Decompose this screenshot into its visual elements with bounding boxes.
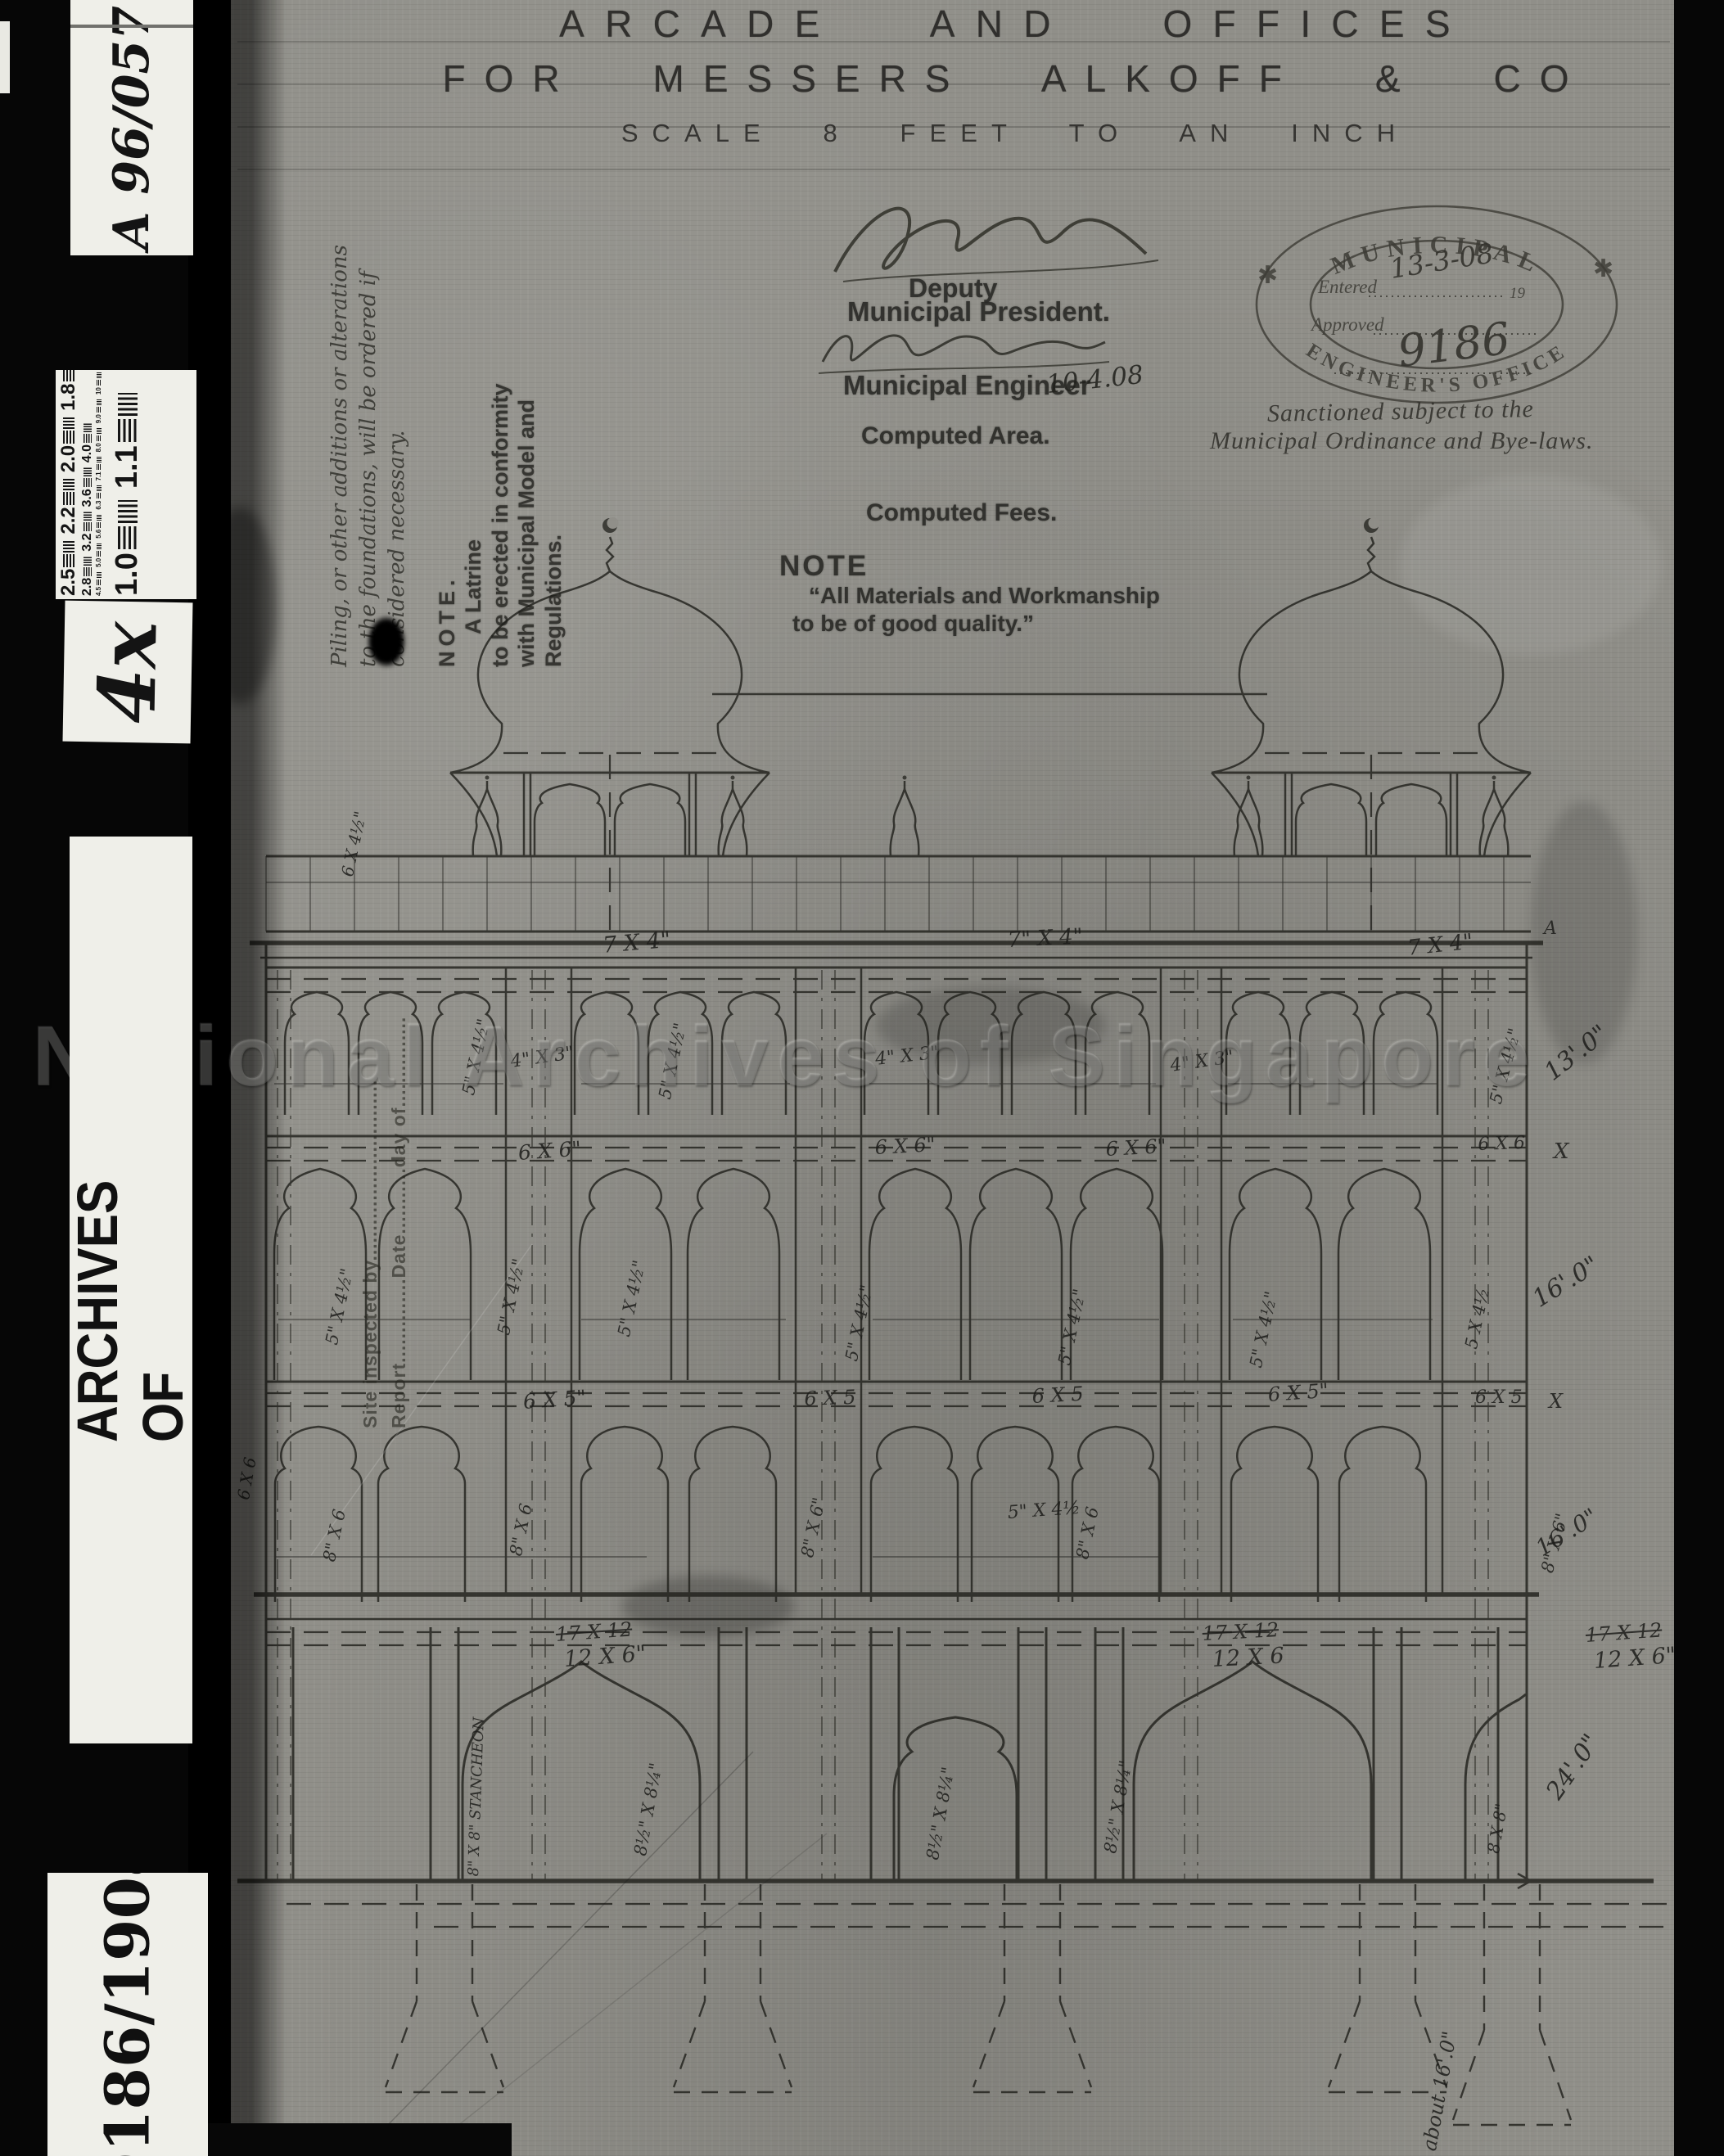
dimension-label: 5" X 4½" (1486, 1026, 1525, 1107)
dimension-label: 12 X 6" (563, 1641, 648, 1672)
film-edge-shadow (188, 2123, 512, 2156)
computed-fees-label: Computed Fees. (866, 499, 1058, 526)
signature-mark (833, 206, 1159, 282)
reel-label: A 96/057 (103, 5, 161, 250)
dimension-label: 16'.0" (1531, 1503, 1603, 1562)
note-line-1: “All Materials and Workmanship (809, 583, 1160, 608)
dimension-label: 5" X 4½" (614, 1258, 650, 1338)
dimension-label: 4" X 3" (1169, 1047, 1235, 1076)
drawing-title: ARCADE AND OFFICES FOR MESSERS ALKOFF & … (417, 2, 1613, 148)
dimension-label: 17 X 12 (555, 1617, 634, 1646)
dimension-label: 4" X 3" (509, 1043, 575, 1072)
dimension-label: 5" X 4½" (655, 1021, 691, 1101)
municipal-stamp: MUNICIPAL ENGINEER'S OFFICE ✱ ✱ Entered … (1255, 205, 1618, 404)
dimension-label: 6 X 5 (1031, 1382, 1085, 1408)
deputy-stamp: Deputy (909, 273, 998, 303)
title-line-2: FOR MESSERS ALKOFF & CO (442, 57, 1588, 100)
stamp-entered-label: Entered (1317, 277, 1377, 297)
dimension-label: 13'.0" (1539, 1019, 1614, 1087)
dimension-label: 17 X 12 (1585, 1618, 1663, 1647)
dimension-label: 8" X 6 (506, 1501, 536, 1558)
dimension-label: 7 X 4" (1406, 929, 1474, 961)
archive-name-strip: NATIONAL ARCHIVES OF SINGAPORE (70, 837, 192, 1743)
dimension-label: about 16'.0" (1418, 2029, 1462, 2153)
president-stamp: Municipal President. (847, 296, 1110, 327)
item-number-card: 9186/1908 (47, 1873, 208, 2156)
scale-note: SCALE 8 FEET TO AN INCH (621, 119, 1410, 147)
dimension-label: X (1554, 1139, 1569, 1164)
dimension-label: 6 X 6" (517, 1136, 582, 1165)
document-sheet: ARCADE AND OFFICES FOR MESSERS ALKOFF & … (188, 0, 1677, 2156)
stamp-star-left: ✱ (1257, 262, 1278, 289)
dimension-label: 17 X 12 (1202, 1618, 1279, 1645)
note-heading: NOTE (779, 550, 869, 582)
dimension-label: 24'.0" (1541, 1729, 1606, 1806)
dimension-label: 5 X 4½ (1461, 1286, 1494, 1351)
stamp-approved-label: Approved (1310, 314, 1384, 335)
note-line-2: to be of good quality.” (792, 611, 1034, 636)
dimension-label: 8" X 6" (797, 1495, 829, 1559)
stamp-entered-year: 19 (1510, 285, 1526, 302)
dimension-annotations: 7 X 4" 7" X 4" 7 X 4" 4" X 3" 4" X 3" 4" X 3"… (188, 0, 1677, 2156)
dimension-label: 5" X 4½" (1054, 1287, 1090, 1367)
ink-blot (367, 616, 406, 668)
dimension-label: 5" X 4½" (494, 1256, 530, 1337)
magnification-label: 4x (80, 620, 175, 724)
dimension-label: 6 X 6" (1105, 1134, 1167, 1161)
dimension-label: 5" X 4½" (458, 1017, 494, 1097)
engineer-stamp: Municipal Engineer (843, 370, 1091, 400)
dimension-label: 6 X 5" (522, 1385, 587, 1414)
reel-label-rule (70, 25, 193, 28)
stain (1531, 802, 1637, 1064)
item-number-label: 9186/1908 (93, 1873, 164, 2156)
dimension-label: 5" X 4½" (1246, 1289, 1282, 1369)
dimension-label: X (1549, 1390, 1564, 1413)
sanction-line-2: Municipal Ordinance and Bye-laws. (1210, 427, 1594, 454)
dimension-label: 8" X 8" STANCHEON (465, 1716, 488, 1877)
dimension-label: 6 X 5" (1267, 1378, 1329, 1406)
dimension-label: 6 X 4½" (337, 809, 371, 878)
signature-mark (818, 334, 1110, 374)
dimension-label: 6 X 5 (1475, 1387, 1523, 1408)
dimension-label: 6 X 6 (1478, 1132, 1526, 1155)
dimension-label: 8½" X 8¼" (630, 1761, 666, 1858)
dimension-label: 6 X 5 (804, 1385, 856, 1410)
stamp-star-right: ✱ (1593, 255, 1613, 282)
magnification-card: 4x (62, 600, 193, 744)
dimension-label: 8" X 6 (319, 1507, 350, 1563)
dimension-label: 12 X 6 (1212, 1643, 1285, 1672)
dimension-label: 8½" X 8¼" (923, 1765, 959, 1862)
dimension-label: 5" X 4½" (322, 1266, 358, 1346)
computed-area-label: Computed Area. (861, 422, 1050, 449)
dimension-label: 8 X 8" (1483, 1802, 1512, 1856)
dimension-label: 5" X 4½ (1007, 1497, 1081, 1523)
dimension-label: 6 X 6" (874, 1133, 936, 1159)
stain (622, 1576, 794, 1637)
dimension-label: 16'.0" (1528, 1250, 1604, 1314)
ruled-guide-lines (237, 0, 1670, 188)
archive-name-label: NATIONAL ARCHIVES OF SINGAPORE (70, 1179, 192, 1443)
dimension-label: 7 X 4" (602, 927, 672, 958)
dimension-label: 8½" X 8¼" (1100, 1758, 1136, 1856)
dimension-label: 7" X 4" (1007, 924, 1084, 953)
title-line-1: ARCADE AND OFFICES (559, 2, 1471, 45)
film-edge-highlight (0, 21, 10, 93)
dimension-label: 4" X 3" (874, 1042, 941, 1070)
dimension-label: A (1544, 918, 1557, 939)
reel-label-card: A 96/057 (70, 0, 193, 255)
dimension-label: 6 X 6 (233, 1455, 260, 1502)
dimension-label: 5" X 4½" (842, 1283, 878, 1363)
stain (203, 507, 277, 704)
stain (1400, 475, 1662, 655)
dimension-label: 12 X 6" (1593, 1643, 1677, 1674)
